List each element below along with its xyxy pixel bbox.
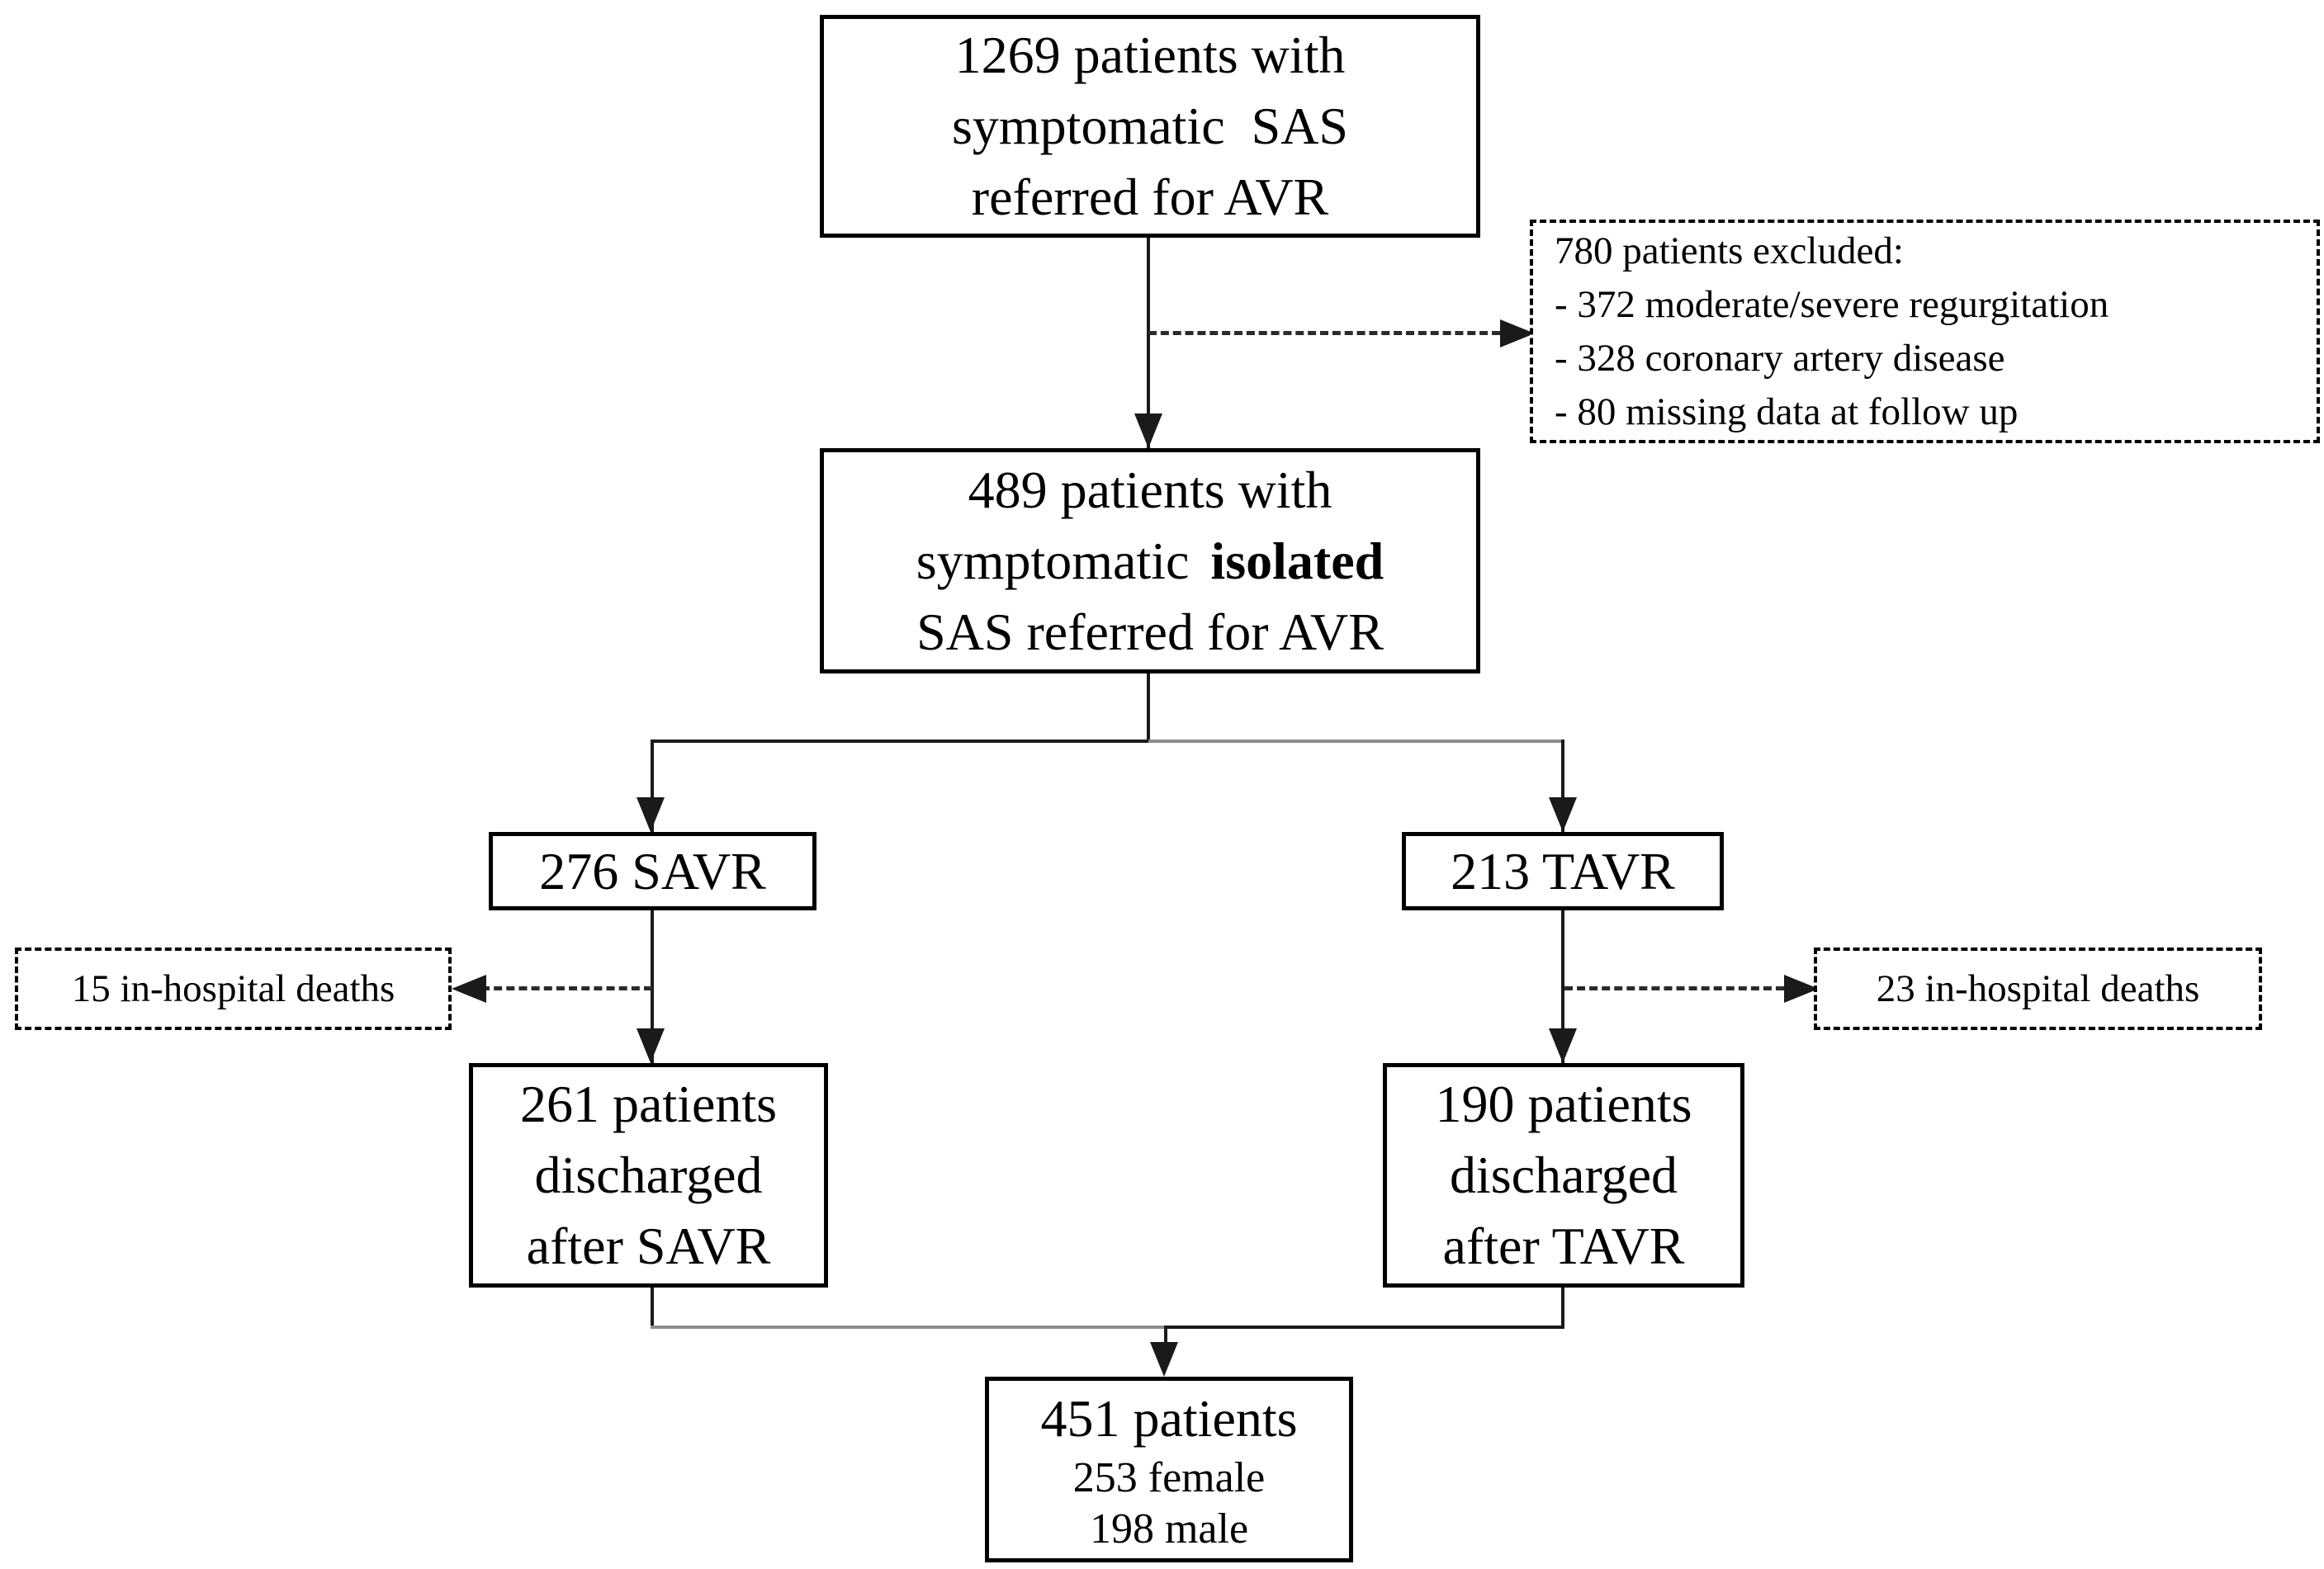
excluded-title: 780 patients excluded: [1555, 229, 1904, 272]
down-arrowhead-savr-discharged [637, 1028, 665, 1063]
dashed-connector-savr-deaths [481, 986, 652, 990]
left-arrowhead-savr-deaths [452, 975, 486, 1003]
connector-to-tavr [1561, 740, 1564, 832]
total-female: 253 female [1072, 1453, 1266, 1501]
total-male: 198 male [1089, 1505, 1249, 1552]
right-arrowhead-tavr-deaths [1784, 975, 1819, 1003]
merge-stub-tavr [1561, 1288, 1564, 1329]
tavr-discharged-line: discharged [1449, 1146, 1678, 1204]
flow-box-tavr: 213 TAVR [1402, 832, 1724, 910]
down-arrowhead-total [1150, 1342, 1178, 1377]
flow-box-total: 451 patients 253 female 198 male [985, 1377, 1353, 1562]
connector-savr-to-discharged [651, 910, 654, 1063]
down-arrowhead-isolated [1134, 414, 1162, 448]
down-arrowhead-tavr [1549, 797, 1577, 832]
connector-referred-to-isolated [1147, 238, 1150, 448]
tavr-discharged-line: after TAVR [1442, 1217, 1685, 1275]
isolated-line-normal: symptomatic [916, 531, 1203, 590]
right-arrowhead-excluded [1500, 319, 1535, 347]
dashed-connector-excluded [1148, 331, 1500, 335]
branch-line-left [651, 740, 1150, 743]
savr-label: 276 SAVR [539, 841, 766, 900]
flow-box-savr: 276 SAVR [489, 832, 816, 910]
dashed-connector-tavr-deaths [1564, 986, 1784, 990]
tavr-label: 213 TAVR [1451, 841, 1675, 900]
savr-discharged-line: 261 patients [519, 1075, 778, 1133]
connector-to-savr [651, 740, 654, 832]
total-title: 451 patients [1040, 1388, 1298, 1448]
tavr-deaths-label: 23 in-hospital deaths [1876, 966, 2200, 1010]
merge-line-left [651, 1326, 1166, 1329]
down-arrowhead-savr [637, 797, 665, 832]
flow-box-excluded: 780 patients excluded: - 372 moderate/se… [1530, 220, 2320, 443]
merge-stub-savr [651, 1288, 654, 1329]
savr-deaths-label: 15 in-hospital deaths [71, 966, 395, 1010]
isolated-line: SAS referred for AVR [916, 602, 1384, 661]
savr-discharged-line: discharged [534, 1146, 763, 1204]
flow-box-tavr-deaths: 23 in-hospital deaths [1814, 948, 2262, 1030]
connector-isolated-stem [1147, 673, 1150, 743]
flow-box-savr-deaths: 15 in-hospital deaths [15, 948, 452, 1030]
connector-tavr-to-discharged [1561, 910, 1564, 1063]
flow-box-tavr-discharged: 190 patients discharged after TAVR [1383, 1063, 1744, 1288]
flow-box-savr-discharged: 261 patients discharged after SAVR [469, 1063, 828, 1288]
referred-line: symptomatic SAS [951, 97, 1349, 155]
down-arrowhead-tavr-discharged [1549, 1028, 1577, 1063]
tavr-discharged-line: 190 patients [1435, 1075, 1692, 1133]
isolated-line: 489 patients with [968, 460, 1332, 519]
excluded-item: - 80 missing data at follow up [1555, 390, 2019, 433]
isolated-line-bold: isolated [1210, 531, 1384, 590]
excluded-item: - 328 coronary artery disease [1555, 336, 2005, 380]
branch-line-right [1148, 740, 1564, 743]
merge-line-right [1166, 1326, 1564, 1329]
referred-line: referred for AVR [971, 168, 1329, 226]
savr-discharged-line: after SAVR [526, 1217, 771, 1275]
referred-line: 1269 patients with [954, 26, 1346, 84]
isolated-line: symptomatic isolated [916, 526, 1384, 597]
flow-box-isolated: 489 patients with symptomatic isolated S… [820, 448, 1480, 673]
flow-box-referred: 1269 patients with symptomatic SAS refer… [820, 15, 1480, 238]
excluded-item: - 372 moderate/severe regurgitation [1555, 282, 2109, 326]
